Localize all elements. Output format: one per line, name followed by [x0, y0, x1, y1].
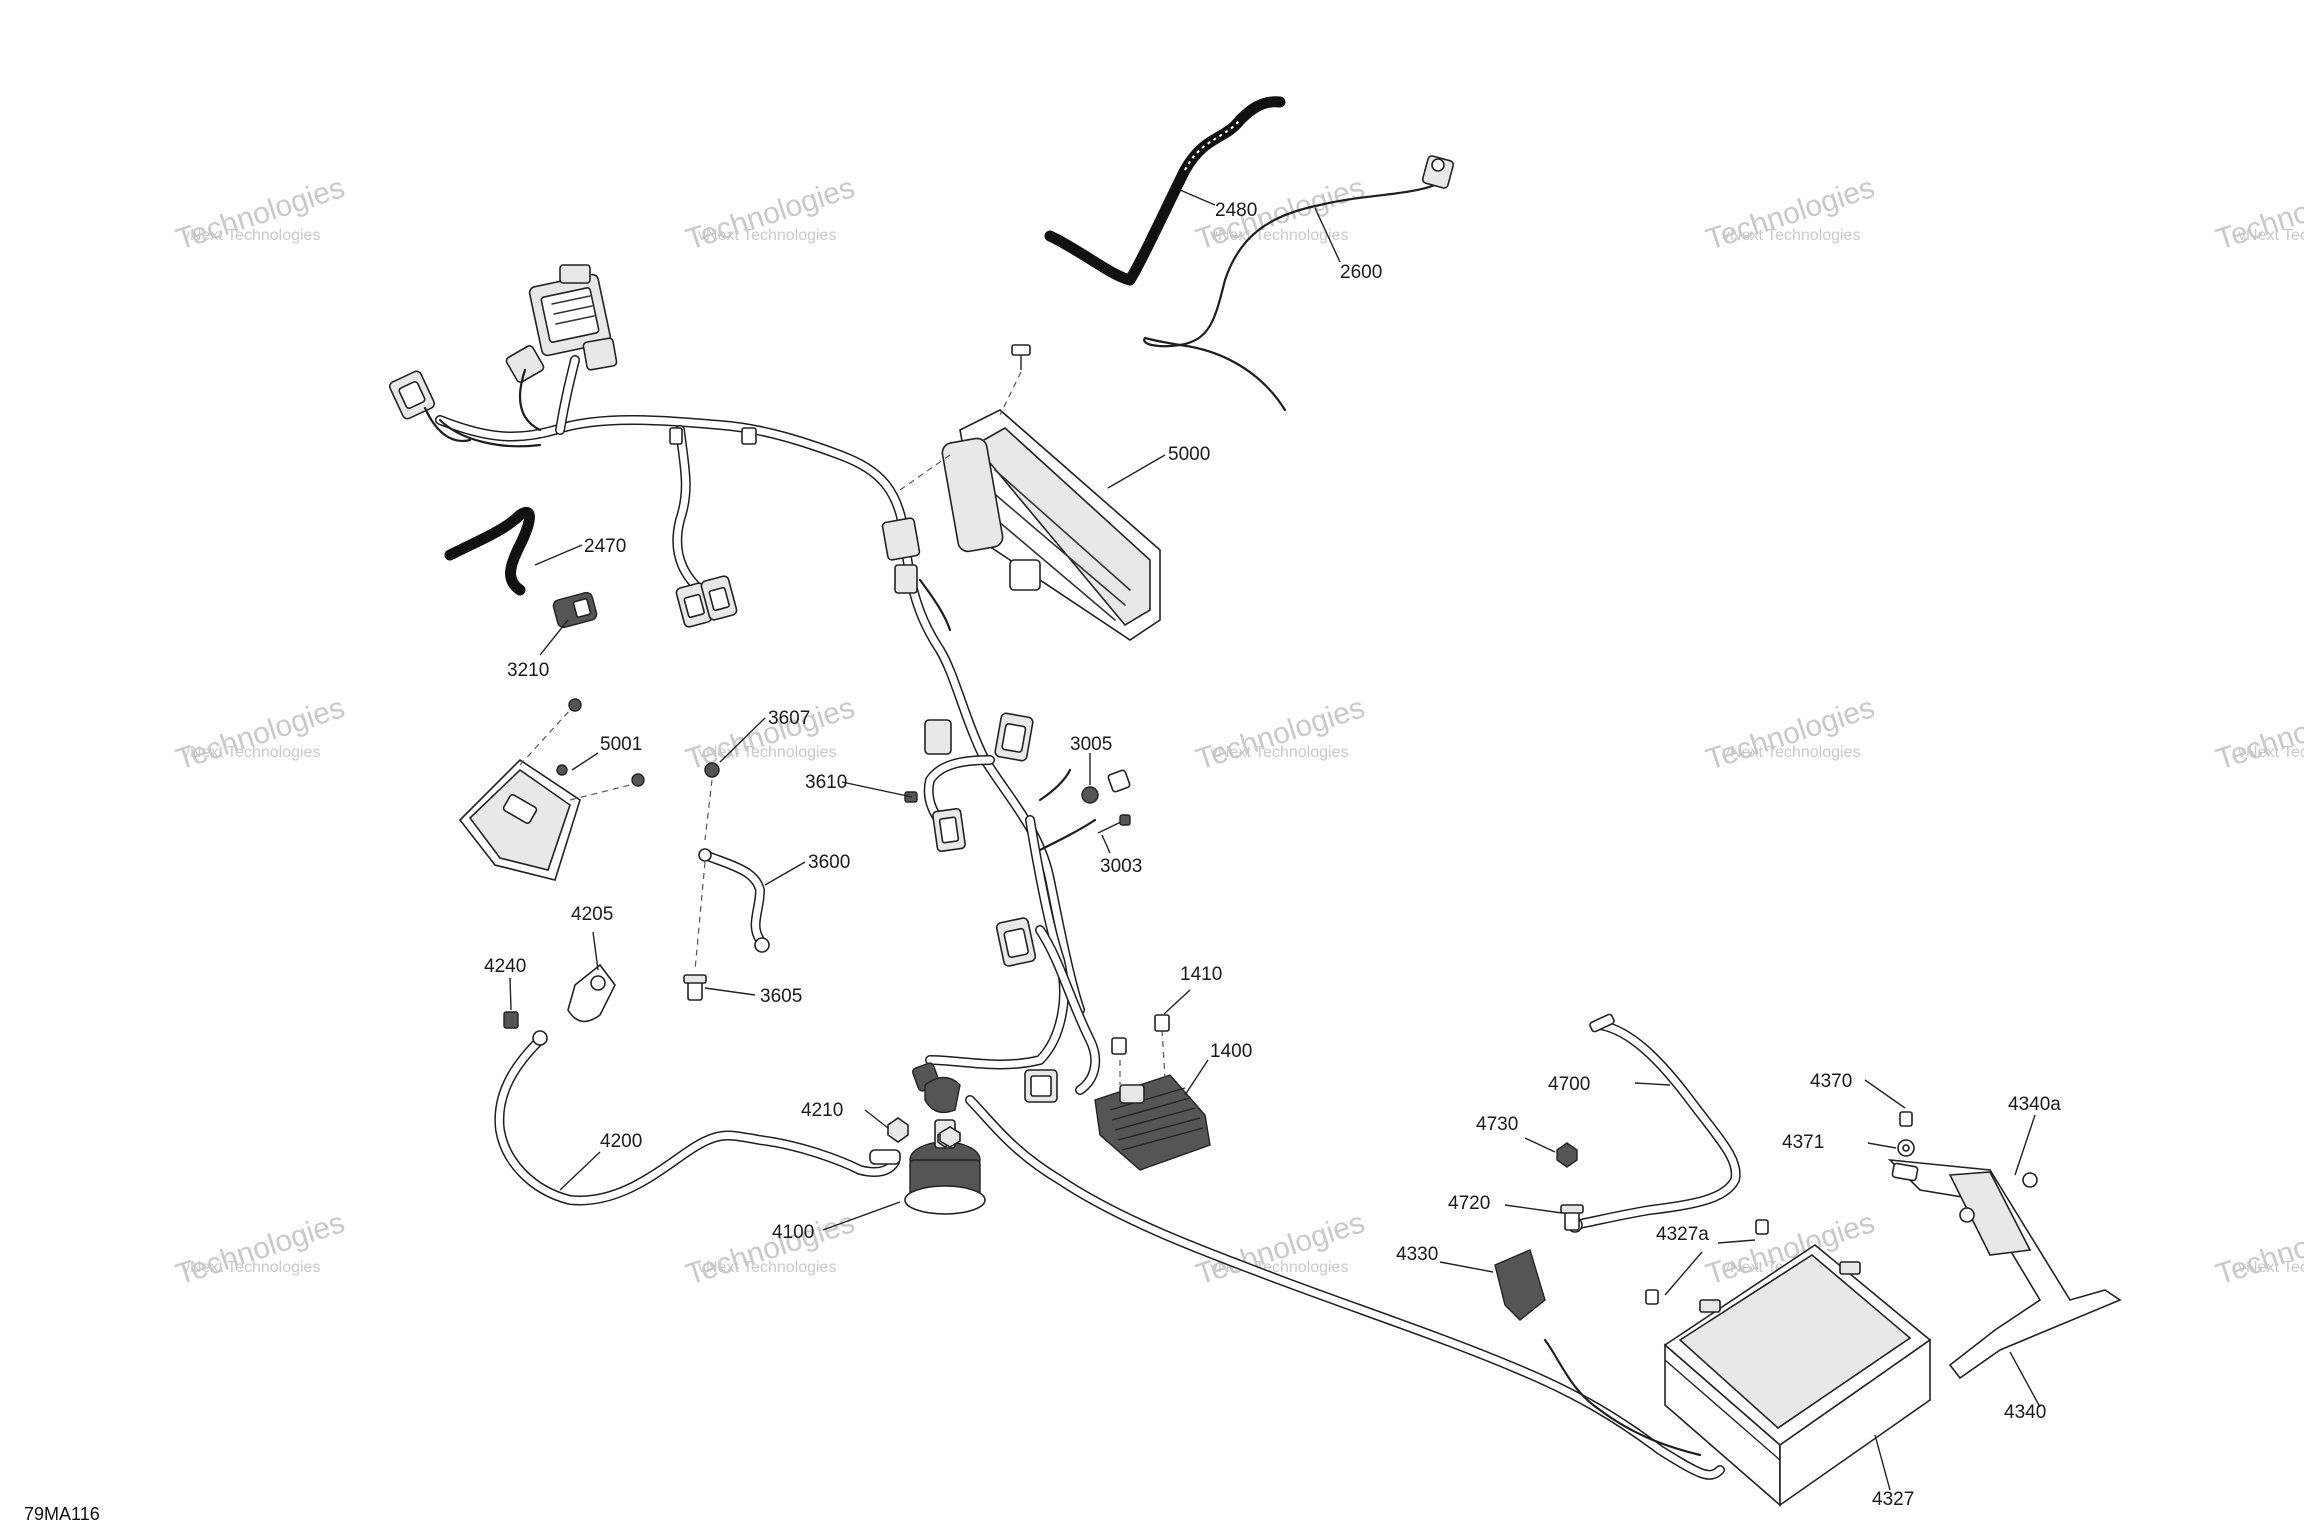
watermark-text: Technologies — [172, 691, 349, 777]
watermark-text: vNext Technologies — [1722, 227, 1860, 244]
part-4730-nut — [1556, 1142, 1578, 1168]
label-4100: 4100 — [772, 1222, 814, 1243]
label-4205: 4205 — [571, 904, 613, 925]
label-4327: 4327 — [1872, 1489, 1914, 1510]
watermark-text: vNext Technologies — [2238, 227, 2304, 244]
label-1410: 1410 — [1180, 964, 1222, 985]
watermark-text: Technologies — [172, 1206, 349, 1292]
part-4371-washer — [1897, 1139, 1915, 1157]
part-4330-boot — [1494, 1249, 1546, 1321]
label-4240: 4240 — [484, 956, 526, 977]
part-4700-cable — [1567, 1013, 1741, 1233]
watermark-text: vNext Technologies — [2238, 1259, 2304, 1276]
part-number-labels: 2480 2600 5000 2470 3210 3607 5001 3610 … — [484, 200, 2061, 1510]
label-4371: 4371 — [1782, 1132, 1824, 1153]
label-3210: 3210 — [507, 660, 549, 681]
watermark-text: Technologies — [2212, 1206, 2304, 1292]
label-3005: 3005 — [1070, 734, 1112, 755]
part-3210-sensor — [552, 591, 598, 629]
part-3600-ground-strap — [694, 848, 770, 971]
watermark-text: vNext Technologies — [2238, 744, 2304, 761]
part-4327a-screw — [1645, 1219, 1769, 1305]
part-1400-voltage-regulator — [1094, 1029, 1211, 1171]
leader-lines — [509, 189, 2041, 1491]
watermark-text: vNext Technologies — [698, 1259, 836, 1276]
harness-junction-block — [505, 264, 618, 432]
watermark-text: vNext Technologies — [698, 227, 836, 244]
part-5000-ecu — [899, 344, 1161, 641]
watermark-layer: Technologies vNext Technologies Technolo… — [172, 171, 2304, 1292]
part-4100-solenoid — [904, 1119, 986, 1215]
left-end-connector — [388, 370, 472, 443]
part-2480-conduit — [1044, 96, 1286, 286]
watermark-text: vNext Technologies — [1210, 744, 1348, 761]
part-3607-nut — [704, 762, 720, 841]
label-2600: 2600 — [1340, 262, 1382, 283]
positive-battery-cable — [965, 1095, 1725, 1480]
label-2480: 2480 — [1215, 200, 1257, 221]
part-4327-battery — [1543, 1244, 1932, 1507]
watermark-text: vNext Technologies — [1722, 744, 1860, 761]
label-4200: 4200 — [600, 1131, 642, 1152]
label-4370: 4370 — [1810, 1071, 1852, 1092]
label-1400: 1400 — [1210, 1041, 1252, 1062]
part-3605-bolt — [683, 974, 707, 1001]
label-2470: 2470 — [584, 536, 626, 557]
positive-cable-boot — [924, 1076, 961, 1114]
watermark-text: Technologies — [2212, 691, 2304, 777]
harness-connector-mid — [881, 517, 952, 632]
label-4330: 4330 — [1396, 1244, 1438, 1265]
sensor-connector-icon — [1421, 155, 1455, 189]
part-3003-bolt — [1097, 814, 1131, 834]
watermark-text: Technologies — [1192, 691, 1369, 777]
label-3600: 3600 — [808, 852, 850, 873]
part-4240-bolt — [503, 1011, 519, 1029]
part-2600-wire — [1143, 155, 1455, 412]
label-3605: 3605 — [760, 986, 802, 1007]
part-2470-conduit — [444, 507, 535, 596]
part-4370-bolt — [1899, 1111, 1913, 1127]
label-4720: 4720 — [1448, 1193, 1490, 1214]
part-4200-cable — [494, 1030, 901, 1206]
part-4720-bolt — [1560, 1204, 1584, 1231]
double-connector — [675, 575, 738, 628]
label-5000: 5000 — [1168, 444, 1210, 465]
label-3003: 3003 — [1100, 856, 1142, 877]
label-3610: 3610 — [805, 772, 847, 793]
watermark-text: vNext Technologies — [698, 744, 836, 761]
part-1410-screw — [1111, 1014, 1170, 1055]
label-4730: 4730 — [1476, 1114, 1518, 1135]
watermark-text: Technologies — [682, 1206, 859, 1292]
part-4210-nut — [887, 1117, 909, 1143]
label-4210: 4210 — [801, 1100, 843, 1121]
harness-clip — [669, 427, 757, 445]
label-4700: 4700 — [1548, 1074, 1590, 1095]
harness-connector-lower — [911, 917, 1058, 1103]
label-4340: 4340 — [2004, 1402, 2046, 1423]
watermark-text: vNext Technologies — [182, 744, 320, 761]
label-5001: 5001 — [600, 734, 642, 755]
drawing-id: 79MA116 — [24, 1504, 100, 1524]
watermark-text: vNext Technologies — [182, 227, 320, 244]
watermark-text: Technologies — [1702, 691, 1879, 777]
harness-connector-cluster — [924, 712, 1034, 853]
part-4340-bracket — [1887, 1158, 2122, 1380]
watermark-text: vNext Technologies — [182, 1259, 320, 1276]
connector-icon — [505, 345, 545, 383]
part-5001-module — [458, 698, 645, 881]
part-4205-terminal-cap — [567, 963, 616, 1023]
part-3005-bushing — [1081, 769, 1131, 804]
label-4327a: 4327a — [1656, 1224, 1709, 1245]
watermark-text: vNext Technologies — [1210, 227, 1348, 244]
label-4340a: 4340a — [2008, 1094, 2061, 1115]
label-3607: 3607 — [768, 708, 810, 729]
